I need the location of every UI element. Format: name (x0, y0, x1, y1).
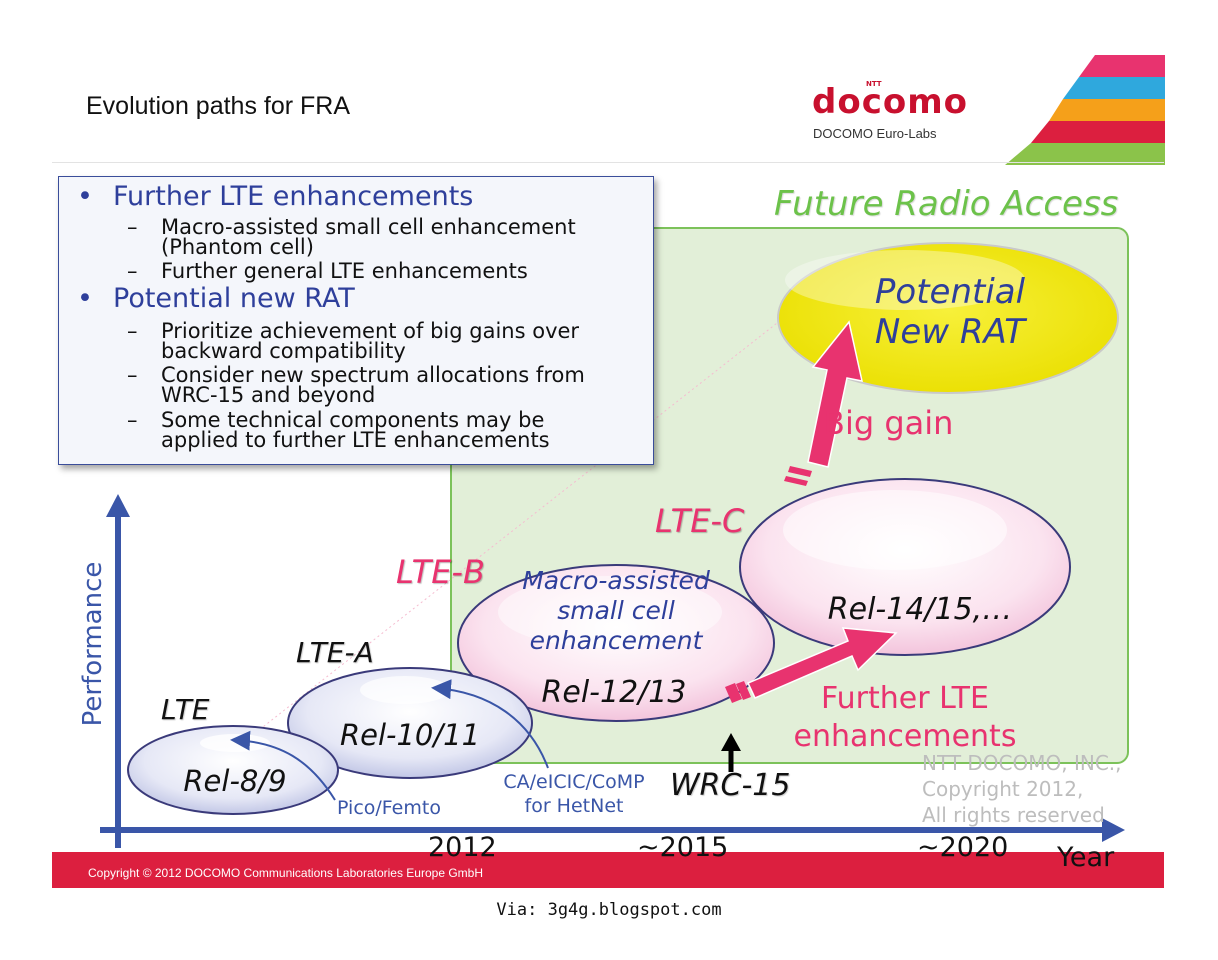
further-lte-label: Further LTE enhancements (793, 681, 1017, 754)
lte-b-label: LTE-B (396, 553, 485, 591)
lte-b-inner-text: Macro-assisted small cell enhancement (522, 566, 710, 655)
header-divider (52, 162, 1164, 163)
year-tick-2020: ~2020 (917, 832, 1009, 863)
x-axis-label: Year (1057, 842, 1115, 873)
bullet-dot-icon: • (77, 283, 93, 314)
bullet-new-rat: • Potential new RAT (77, 283, 355, 314)
fra-label: Future Radio Access (774, 184, 1119, 224)
slide-title: Evolution paths for FRA (86, 92, 351, 120)
lte-a-label: LTE-A (296, 636, 374, 669)
docomo-logo: docomo (812, 82, 968, 122)
dash-icon: – (127, 319, 138, 343)
dash-icon: – (127, 259, 138, 283)
copyright-watermark: NTT DOCOMO, INC., Copyright 2012, All ri… (922, 751, 1122, 827)
bullet-further-lte: • Further LTE enhancements (77, 181, 474, 212)
pico-femto-pointer (230, 730, 336, 801)
big-gain-label: Big gain (823, 404, 954, 442)
hetnet-pointer (431, 679, 549, 769)
trend-line (239, 304, 801, 746)
lte-c-release: Rel-14/15,… (827, 592, 1013, 627)
rainbow-stripes-graphic (1005, 55, 1165, 165)
pico-femto-label: Pico/Femto (337, 797, 441, 819)
lte-release: Rel-8/9 (183, 764, 287, 798)
wrc-arrowhead (721, 733, 741, 751)
new-rat-label: Potential New RAT (874, 272, 1026, 352)
sub-bullet-spectrum: – Consider new spectrum allocations from… (127, 363, 585, 407)
wrc-15-label: WRC-15 (670, 768, 791, 803)
y-axis-label: Performance (78, 561, 108, 727)
lte-c-label: LTE-C (655, 502, 745, 540)
logo-subtitle: DOCOMO Euro-Labs (813, 126, 937, 141)
dash-icon: – (127, 363, 138, 387)
year-tick-2015: ~2015 (637, 832, 729, 863)
dash-icon: – (127, 215, 138, 239)
sub-bullet-general-lte: – Further general LTE enhancements (127, 259, 528, 283)
lte-a-release: Rel-10/11 (339, 718, 481, 752)
lte-ellipse (127, 725, 339, 815)
hetnet-label: CA/eICIC/CoMP for HetNet (503, 771, 645, 817)
lte-label: LTE (161, 693, 210, 726)
bullet-dot-icon: • (77, 181, 93, 212)
footer-band (52, 852, 1164, 888)
footer-copyright: Copyright © 2012 DOCOMO Communications L… (88, 866, 484, 880)
new-rat-ellipse (777, 242, 1119, 394)
y-axis-arrowhead (106, 494, 130, 517)
lte-b-release: Rel-12/13 (541, 675, 687, 710)
source-credit: Via: 3g4g.blogspot.com (496, 900, 722, 920)
lte-b-ellipse (457, 564, 775, 722)
year-tick-2012: 2012 (428, 832, 497, 863)
sub-bullet-phantom-cell: – Macro-assisted small cell enhancement(… (127, 215, 576, 259)
dash-icon: – (127, 408, 138, 432)
sub-bullet-big-gains: – Prioritize achievement of big gains ov… (127, 319, 580, 363)
big-gain-arrow (784, 320, 863, 486)
x-axis-arrowhead (1102, 818, 1125, 842)
logo-ntt-text: NTT (866, 80, 882, 88)
bullets-box: • Further LTE enhancements – Macro-assis… (58, 176, 654, 465)
further-lte-arrow (725, 627, 898, 703)
